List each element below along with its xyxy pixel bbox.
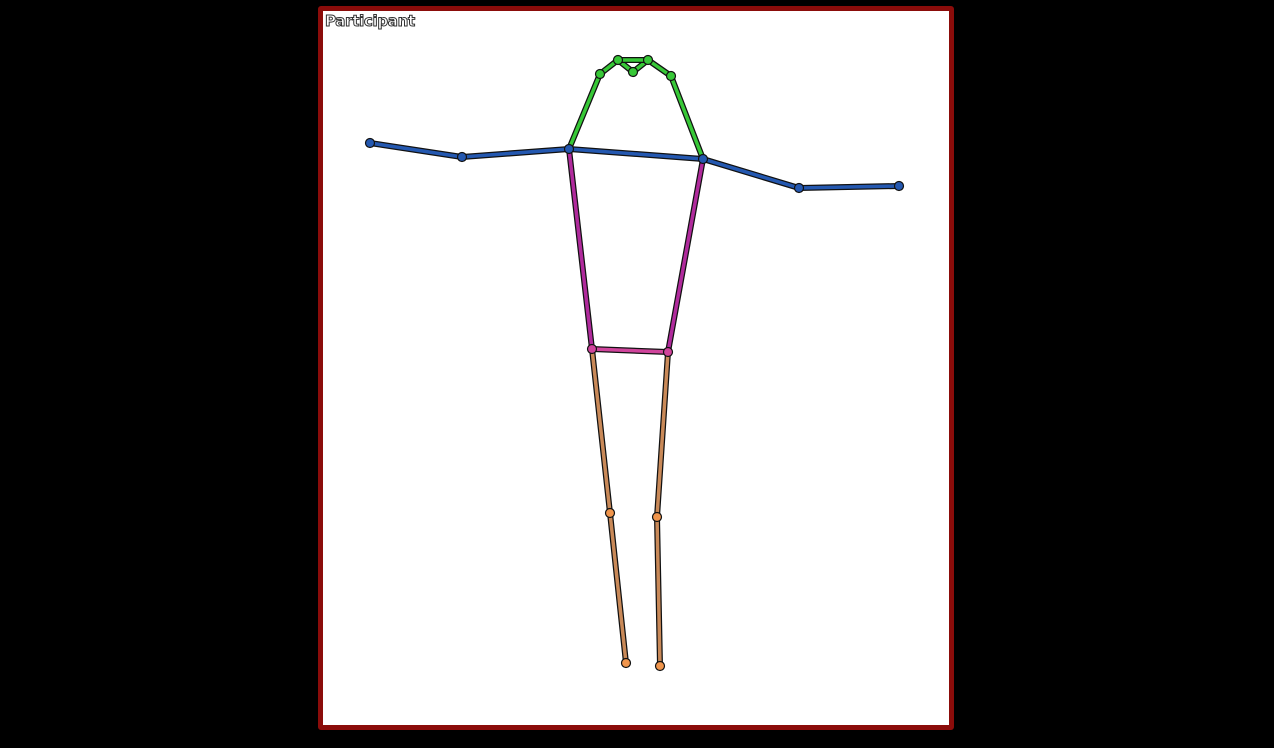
joint-marker	[456, 151, 468, 163]
torso-segment	[567, 147, 594, 351]
joint-marker	[697, 153, 709, 165]
participant-frame	[318, 6, 954, 730]
head-segment	[669, 74, 705, 161]
joint-marker	[627, 66, 639, 78]
joint-marker	[651, 511, 663, 523]
joint-marker	[665, 70, 677, 82]
arm-segment	[701, 157, 801, 190]
head-segment	[567, 72, 602, 151]
arm-segment	[567, 147, 705, 161]
joint-marker	[364, 137, 376, 149]
joint-marker	[604, 507, 616, 519]
joint-marker	[586, 343, 598, 355]
hip-segment	[590, 347, 670, 354]
participant-label: Participant	[325, 12, 416, 31]
torso-segment	[666, 157, 705, 354]
joint-marker	[793, 182, 805, 194]
arm-segment	[797, 184, 901, 190]
arm-segment	[368, 141, 464, 159]
joint-marker	[620, 657, 632, 669]
arm-segment	[460, 147, 571, 159]
leg-segment	[590, 347, 612, 515]
leg-segment	[608, 511, 628, 665]
joint-marker	[642, 54, 654, 66]
joint-marker	[612, 54, 624, 66]
joint-marker	[893, 180, 905, 192]
joint-marker	[662, 346, 674, 358]
joint-marker	[594, 68, 606, 80]
leg-segment	[655, 515, 662, 668]
leg-segment	[655, 350, 670, 519]
joint-marker	[654, 660, 666, 672]
joint-marker	[563, 143, 575, 155]
